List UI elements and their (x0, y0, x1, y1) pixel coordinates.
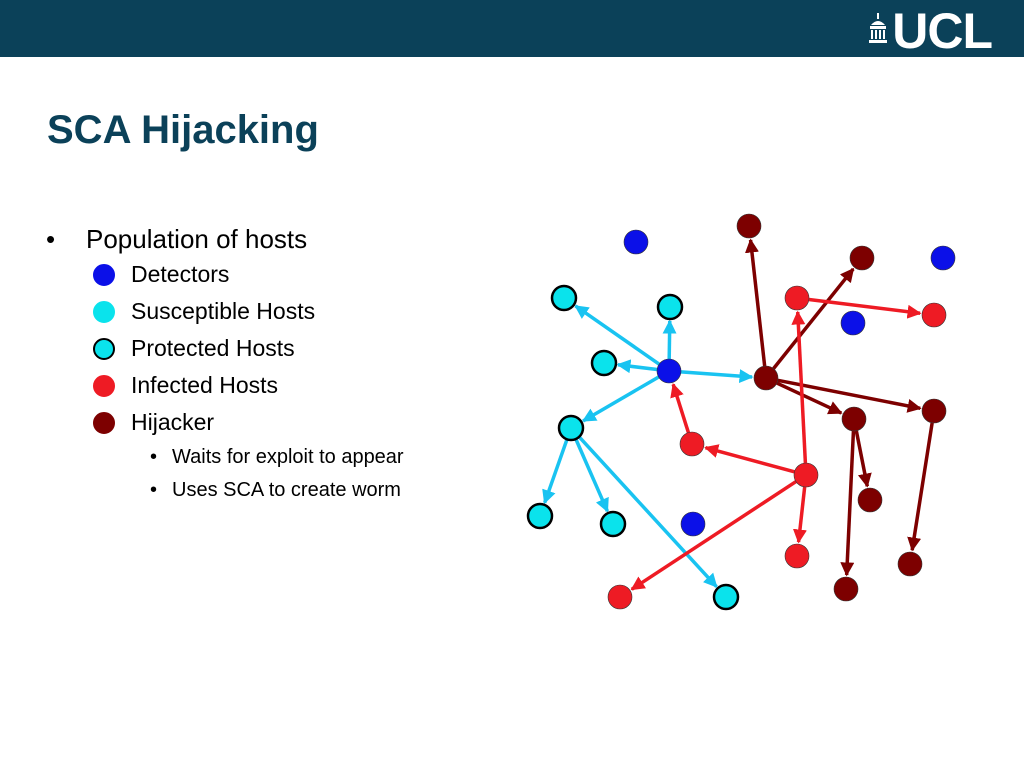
edge-h4-h7 (907, 422, 934, 552)
legend-label: Infected Hosts (131, 372, 279, 398)
legend-item-infected: Infected Hosts (93, 367, 404, 404)
detector-node (656, 358, 682, 384)
hijacker-node (921, 398, 947, 424)
edge-hc-h1 (744, 238, 767, 367)
edge-p4-p5 (542, 438, 569, 505)
slide-title: SCA Hijacking (47, 108, 319, 152)
protected-node (526, 502, 554, 530)
detector-swatch-icon (93, 263, 115, 286)
edge-dc-p3 (616, 359, 658, 374)
infected-node (784, 285, 810, 311)
edge-h3-h5 (854, 430, 872, 488)
edge-r1-r2 (808, 297, 922, 319)
hijacker-node (753, 365, 779, 391)
detector-node (623, 229, 649, 255)
node-layer (526, 213, 956, 611)
susceptible-swatch-icon (93, 300, 115, 323)
edge-r4-dc (670, 383, 691, 434)
legend-label: Hijacker (131, 409, 215, 435)
protected-node (599, 510, 627, 538)
protected-node (712, 583, 740, 611)
infected-node (679, 431, 705, 457)
infected-node (784, 543, 810, 569)
detector-node (840, 310, 866, 336)
sub-bullet-uses: • Uses SCA to create worm (150, 474, 404, 507)
edge-r3-r6 (630, 480, 797, 591)
edge-layer (542, 238, 934, 591)
bullet-population: • Population of hosts (46, 222, 404, 256)
logo-text: UCL (892, 3, 993, 59)
header-bar: UCL (0, 0, 1024, 57)
hijacker-node (897, 551, 923, 577)
bullet-dot: • (150, 446, 158, 468)
edge-p4-p7 (577, 435, 718, 588)
hijacker-node (833, 576, 859, 602)
sub-bullet-text: Uses SCA to create worm (172, 479, 401, 501)
sub-bullet-waits: • Waits for exploit to appear (150, 441, 404, 474)
edge-r3-r4 (704, 444, 795, 474)
edge-dc-hc (680, 369, 754, 384)
legend-item-detector: Detectors (93, 256, 404, 293)
infected-node (607, 584, 633, 610)
legend-label: Protected Hosts (131, 335, 295, 361)
hijacker-node (841, 406, 867, 432)
protected-node (550, 284, 578, 312)
bullet-dot: • (46, 223, 56, 254)
detector-node (930, 245, 956, 271)
bullet-text: Population of hosts (86, 223, 308, 254)
protected-node (656, 293, 684, 321)
edge-dc-p1 (574, 304, 661, 366)
protected-node (590, 349, 618, 377)
hijacker-node (857, 487, 883, 513)
legend-item-protected: Protected Hosts (93, 330, 404, 367)
edge-dc-p2 (662, 319, 677, 360)
hijacker-node (849, 245, 875, 271)
protected-node (557, 414, 585, 442)
detector-node (680, 511, 706, 537)
legend-item-susceptible: Susceptible Hosts (93, 293, 404, 330)
legend-item-hijacker: Hijacker (93, 404, 404, 441)
edge-hc-h2 (772, 267, 855, 370)
hijacker-node (736, 213, 762, 239)
hijacker-swatch-icon (93, 411, 115, 434)
legend-label: Susceptible Hosts (131, 298, 316, 324)
edge-hc-h3 (776, 381, 843, 415)
bullet-dot: • (150, 479, 158, 501)
protected-swatch-icon (93, 337, 115, 360)
infected-node (793, 462, 819, 488)
legend-label: Detectors (131, 261, 230, 287)
edge-p4-p6 (574, 438, 609, 513)
ucl-logo: UCL (868, 3, 993, 59)
infected-swatch-icon (93, 374, 115, 397)
edge-dc-p4 (581, 375, 660, 423)
sub-bullet-text: Waits for exploit to appear (172, 446, 404, 468)
infected-node (921, 302, 947, 328)
edge-r3-r1 (791, 310, 808, 464)
edge-r3-r5 (792, 486, 807, 544)
portico-icon (869, 13, 888, 43)
edge-h3-h6 (840, 430, 856, 577)
